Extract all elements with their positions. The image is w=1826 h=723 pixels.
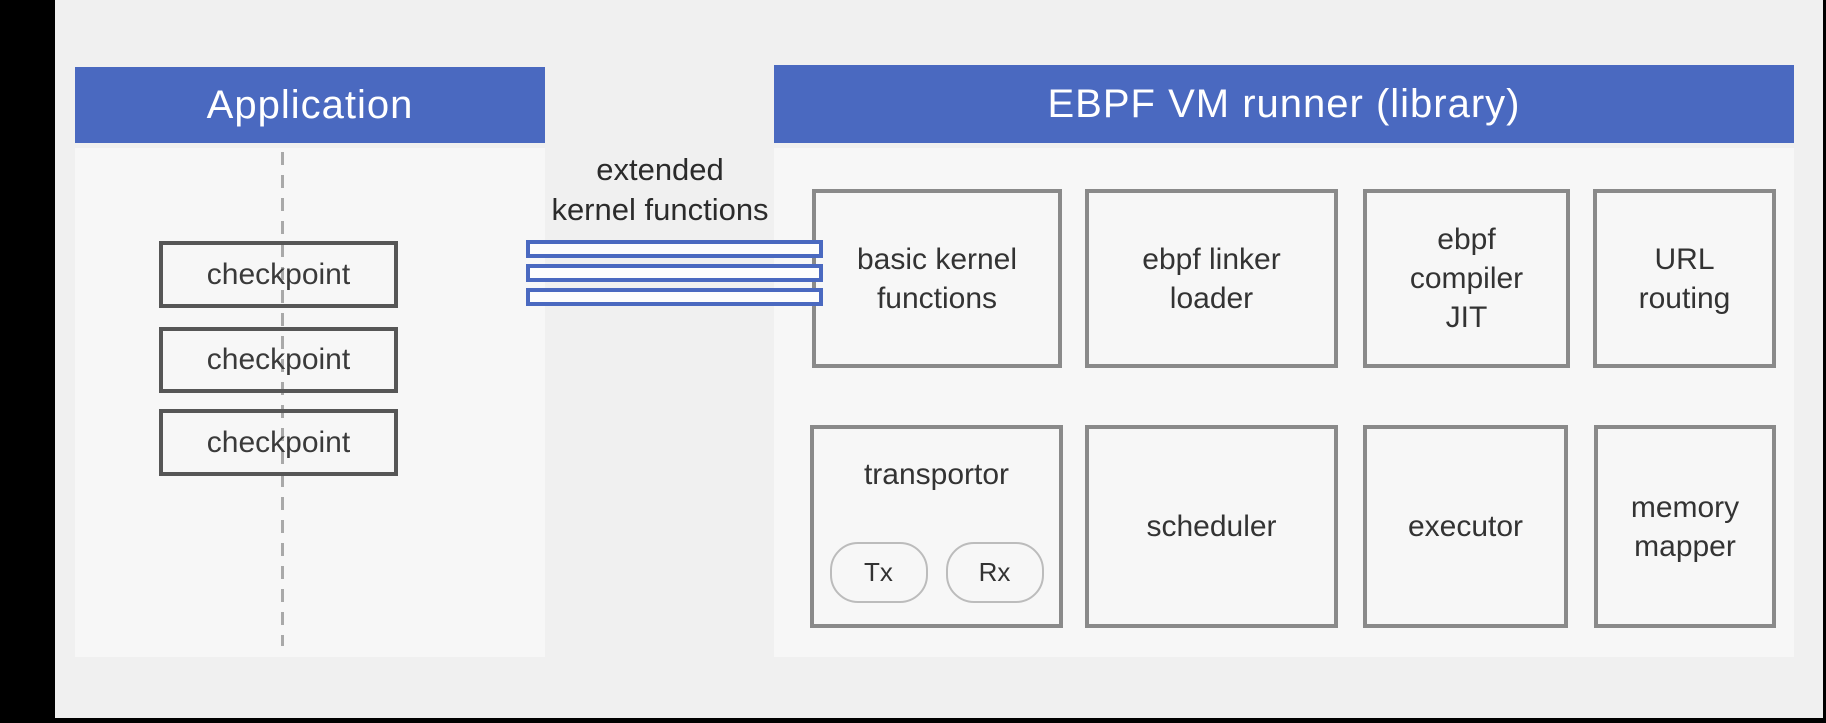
module-label: scheduler — [1146, 510, 1277, 543]
frame-right-bar — [1823, 0, 1826, 723]
module-memory-mapper: memory mapper — [1594, 425, 1776, 628]
application-header: Application — [75, 67, 545, 143]
application-panel — [75, 148, 545, 657]
module-scheduler: scheduler — [1085, 425, 1338, 628]
checkpoint-label: checkpoint — [206, 343, 351, 376]
application-lifeline-dashed — [281, 152, 284, 646]
module-executor: executor — [1363, 425, 1568, 628]
rx-pill-label: Rx — [978, 557, 1011, 587]
module-basic-kernel-functions: basic kernel functions — [812, 189, 1062, 368]
module-label: ebpf linker loader — [1142, 242, 1281, 315]
rx-pill: Rx — [945, 542, 1044, 603]
module-transportor: transportor Tx Rx — [810, 425, 1063, 628]
runner-title: EBPF VM runner (library) — [1047, 81, 1521, 126]
frame-left-bar — [0, 0, 55, 723]
extended-kernel-functions-label: extended kernel functions — [551, 152, 769, 227]
kernel-function-stripe-1 — [526, 240, 823, 258]
module-ebpf-linker-loader: ebpf linker loader — [1085, 189, 1338, 368]
checkpoint-box-2: checkpoint — [159, 327, 398, 393]
checkpoint-box-3: checkpoint — [159, 409, 398, 476]
module-url-routing: URL routing — [1593, 189, 1776, 368]
checkpoint-label: checkpoint — [206, 257, 351, 291]
kernel-function-stripe-2 — [526, 264, 823, 282]
checkpoint-label: checkpoint — [206, 425, 351, 459]
frame-bottom-bar — [0, 718, 1826, 723]
tx-pill-label: Tx — [864, 557, 893, 587]
tx-pill: Tx — [829, 542, 928, 603]
module-label: memory mapper — [1630, 490, 1740, 563]
module-label: URL routing — [1638, 242, 1731, 315]
application-title: Application — [206, 82, 414, 127]
module-label: ebpf compiler JIT — [1409, 223, 1524, 334]
checkpoint-box-1: checkpoint — [159, 241, 398, 308]
transportor-pills: Tx Rx — [829, 542, 1044, 603]
module-label: transportor — [863, 458, 1010, 491]
kernel-function-stripe-3 — [526, 288, 823, 306]
module-label: executor — [1407, 510, 1524, 543]
module-ebpf-compiler-jit: ebpf compiler JIT — [1363, 189, 1570, 368]
runner-header: EBPF VM runner (library) — [774, 65, 1794, 143]
module-label: basic kernel functions — [856, 242, 1018, 315]
